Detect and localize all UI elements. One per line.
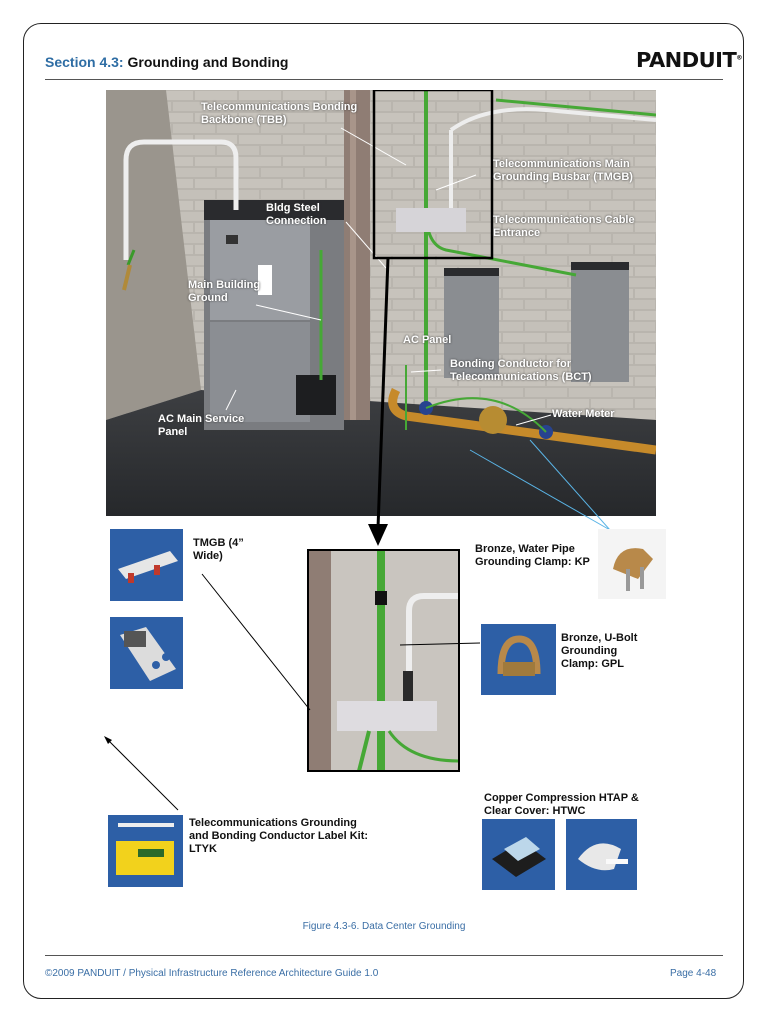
kp-pointer-lines <box>469 439 611 531</box>
header-rule <box>45 79 723 80</box>
label-main-ground: Main Building Ground <box>188 279 261 304</box>
kp-product-label: Bronze, Water Pipe Grounding Clamp: KP <box>475 543 590 568</box>
tmgb-product-photo <box>110 529 183 601</box>
cover-photo-graphic <box>578 843 628 871</box>
product-leader-lines <box>104 573 311 811</box>
footer-rule <box>45 955 723 956</box>
section-number: Section 4.3: <box>45 54 124 70</box>
kp-clamp-photo <box>598 529 666 599</box>
lug-product-photo <box>110 617 183 689</box>
label-cable-entrance: Telecommunications Cable Entrance <box>493 214 635 239</box>
kp-photo-graphic <box>613 548 653 591</box>
page-frame <box>23 23 744 999</box>
clear-cover-photo <box>566 819 637 890</box>
lug-photo-graphic <box>120 627 176 681</box>
label-tbb: Telecommunications Bonding Backbone (TBB… <box>201 101 358 126</box>
gpl-product-label: Bronze, U-Bolt Grounding Clamp: GPL <box>561 632 638 670</box>
tmgb-product-label: TMGB (4” Wide) <box>193 537 244 562</box>
htap-photo <box>482 819 555 890</box>
section-title: Grounding and Bonding <box>127 54 289 70</box>
tmgb-photo-graphic <box>118 551 178 583</box>
label-bldg-steel: Bldg Steel Connection <box>266 202 327 227</box>
footer-page-number: Page 4-48 <box>670 968 717 979</box>
ltyk-photo-graphic <box>116 823 174 875</box>
zoom-arrow <box>368 258 390 546</box>
htap-photo-graphic <box>492 837 546 877</box>
tmgb-detail-closeup <box>307 549 460 772</box>
section-heading: Section 4.3: Grounding and Bonding <box>45 54 288 70</box>
ltyk-product-label: Telecommunications Grounding and Bonding… <box>189 817 369 855</box>
label-bct: Bonding Conductor for Telecommunications… <box>450 358 592 383</box>
panduit-logo: PANDUIT® <box>636 48 743 72</box>
htwc-product-label: Copper Compression HTAP & Clear Cover: H… <box>484 792 639 817</box>
label-ac-main: AC Main Service Panel <box>158 413 245 438</box>
label-tmgb: Telecommunications Main Grounding Busbar… <box>493 158 633 183</box>
figure-caption: Figure 4.3-6. Data Center Grounding <box>302 921 466 932</box>
gpl-leader-line <box>400 642 481 646</box>
ltyk-label-photo <box>108 815 183 887</box>
label-water-meter: Water Meter <box>552 408 615 420</box>
logo-text: PANDUIT <box>636 48 737 72</box>
footer-copyright: ©2009 PANDUIT / Physical Infrastructure … <box>45 968 379 979</box>
gpl-clamp-photo <box>481 624 556 695</box>
gpl-photo-graphic <box>497 635 541 676</box>
detail-graphic <box>309 551 458 770</box>
label-ac-panel: AC Panel <box>403 334 452 346</box>
